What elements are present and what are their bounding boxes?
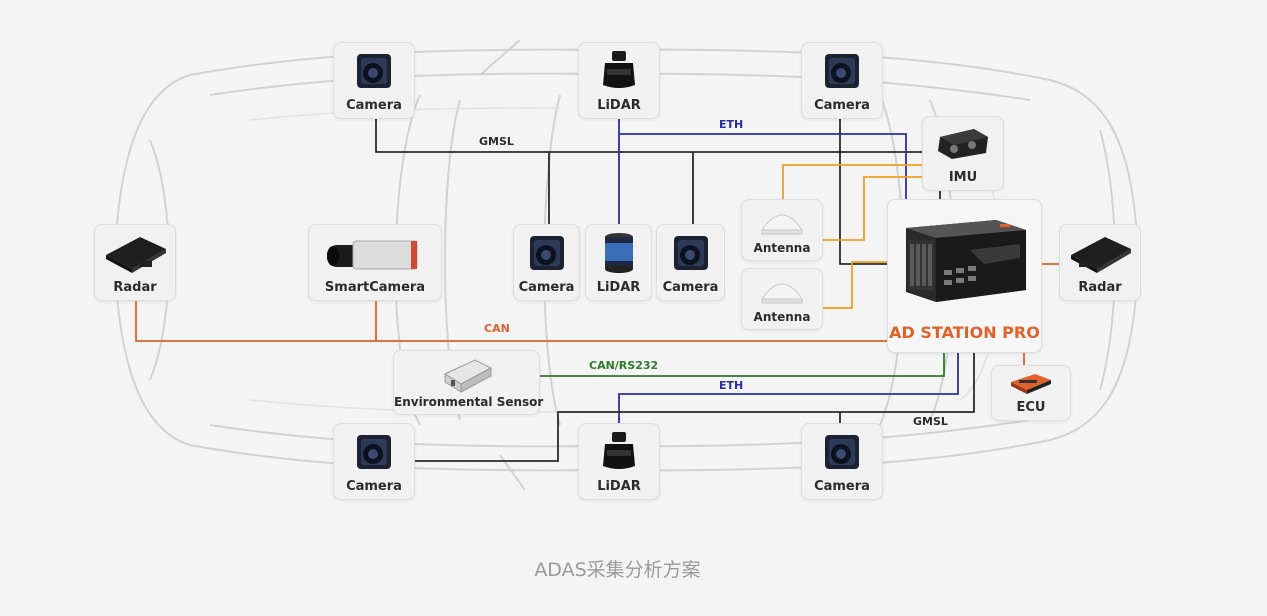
antenna-icon [761, 283, 803, 304]
lidar-icon [603, 432, 635, 469]
diagram-caption: ADAS采集分析方案 [534, 559, 701, 581]
lidar-icon [603, 51, 635, 88]
radar-icon [1071, 237, 1131, 273]
ad-station-pro-icon [905, 220, 1026, 302]
eth-bottom-label: ETH [719, 379, 744, 392]
hub-label: AD STATION PRO [889, 323, 1040, 342]
gmsl-top-label: GMSL [479, 135, 514, 148]
radar-icon [106, 237, 166, 273]
can-line [135, 300, 888, 342]
antenna-2-node: Antenna [741, 268, 823, 330]
ecu-icon [1011, 374, 1051, 394]
gmsl-bottom-line [414, 352, 975, 462]
camera-bottom-right-node: Camera [801, 423, 883, 500]
radar-right-node: Radar [1059, 224, 1141, 301]
camera-icon [529, 236, 564, 270]
camera-mid-left-node: Camera [513, 224, 580, 301]
camera-top-right-node: Camera [801, 42, 883, 119]
imu-node: IMU [922, 116, 1004, 191]
gmsl-bottom-label: GMSL [913, 415, 948, 428]
camera-top-left-node: Camera [333, 42, 415, 119]
ecu-node: ECU [991, 365, 1071, 421]
antenna-icon [761, 214, 803, 235]
gmsl-top-line [375, 118, 941, 200]
environmental-sensor-icon [443, 359, 492, 393]
smartcamera-icon [327, 240, 418, 270]
camera-icon [357, 54, 391, 88]
camera-icon [357, 435, 391, 469]
can-rs232-line [540, 352, 945, 377]
eth-top-label: ETH [719, 118, 744, 131]
camera-icon [825, 435, 859, 469]
ad-station-pro-hub: AD STATION PRO [887, 199, 1042, 353]
lidar-mid-node: LiDAR [585, 224, 652, 301]
antenna-1-node: Antenna [741, 199, 823, 261]
eth-bottom-line [618, 352, 959, 425]
radar-left-node: Radar [94, 224, 176, 301]
camera-bottom-left-node: Camera [333, 423, 415, 500]
camera-icon [673, 236, 708, 270]
lidar-top-node: LiDAR [578, 42, 660, 119]
camera-mid-right-node: Camera [656, 224, 725, 301]
lidar-icon [604, 233, 633, 273]
lidar-bottom-node: LiDAR [578, 423, 660, 500]
camera-icon [825, 54, 859, 88]
can-rs232-label: CAN/RS232 [589, 359, 659, 372]
smartcamera-node: SmartCamera [308, 224, 442, 301]
imu-icon [938, 129, 988, 159]
can-label: CAN [484, 322, 510, 335]
environmental-sensor-node: Environmental Sensor [393, 350, 543, 415]
